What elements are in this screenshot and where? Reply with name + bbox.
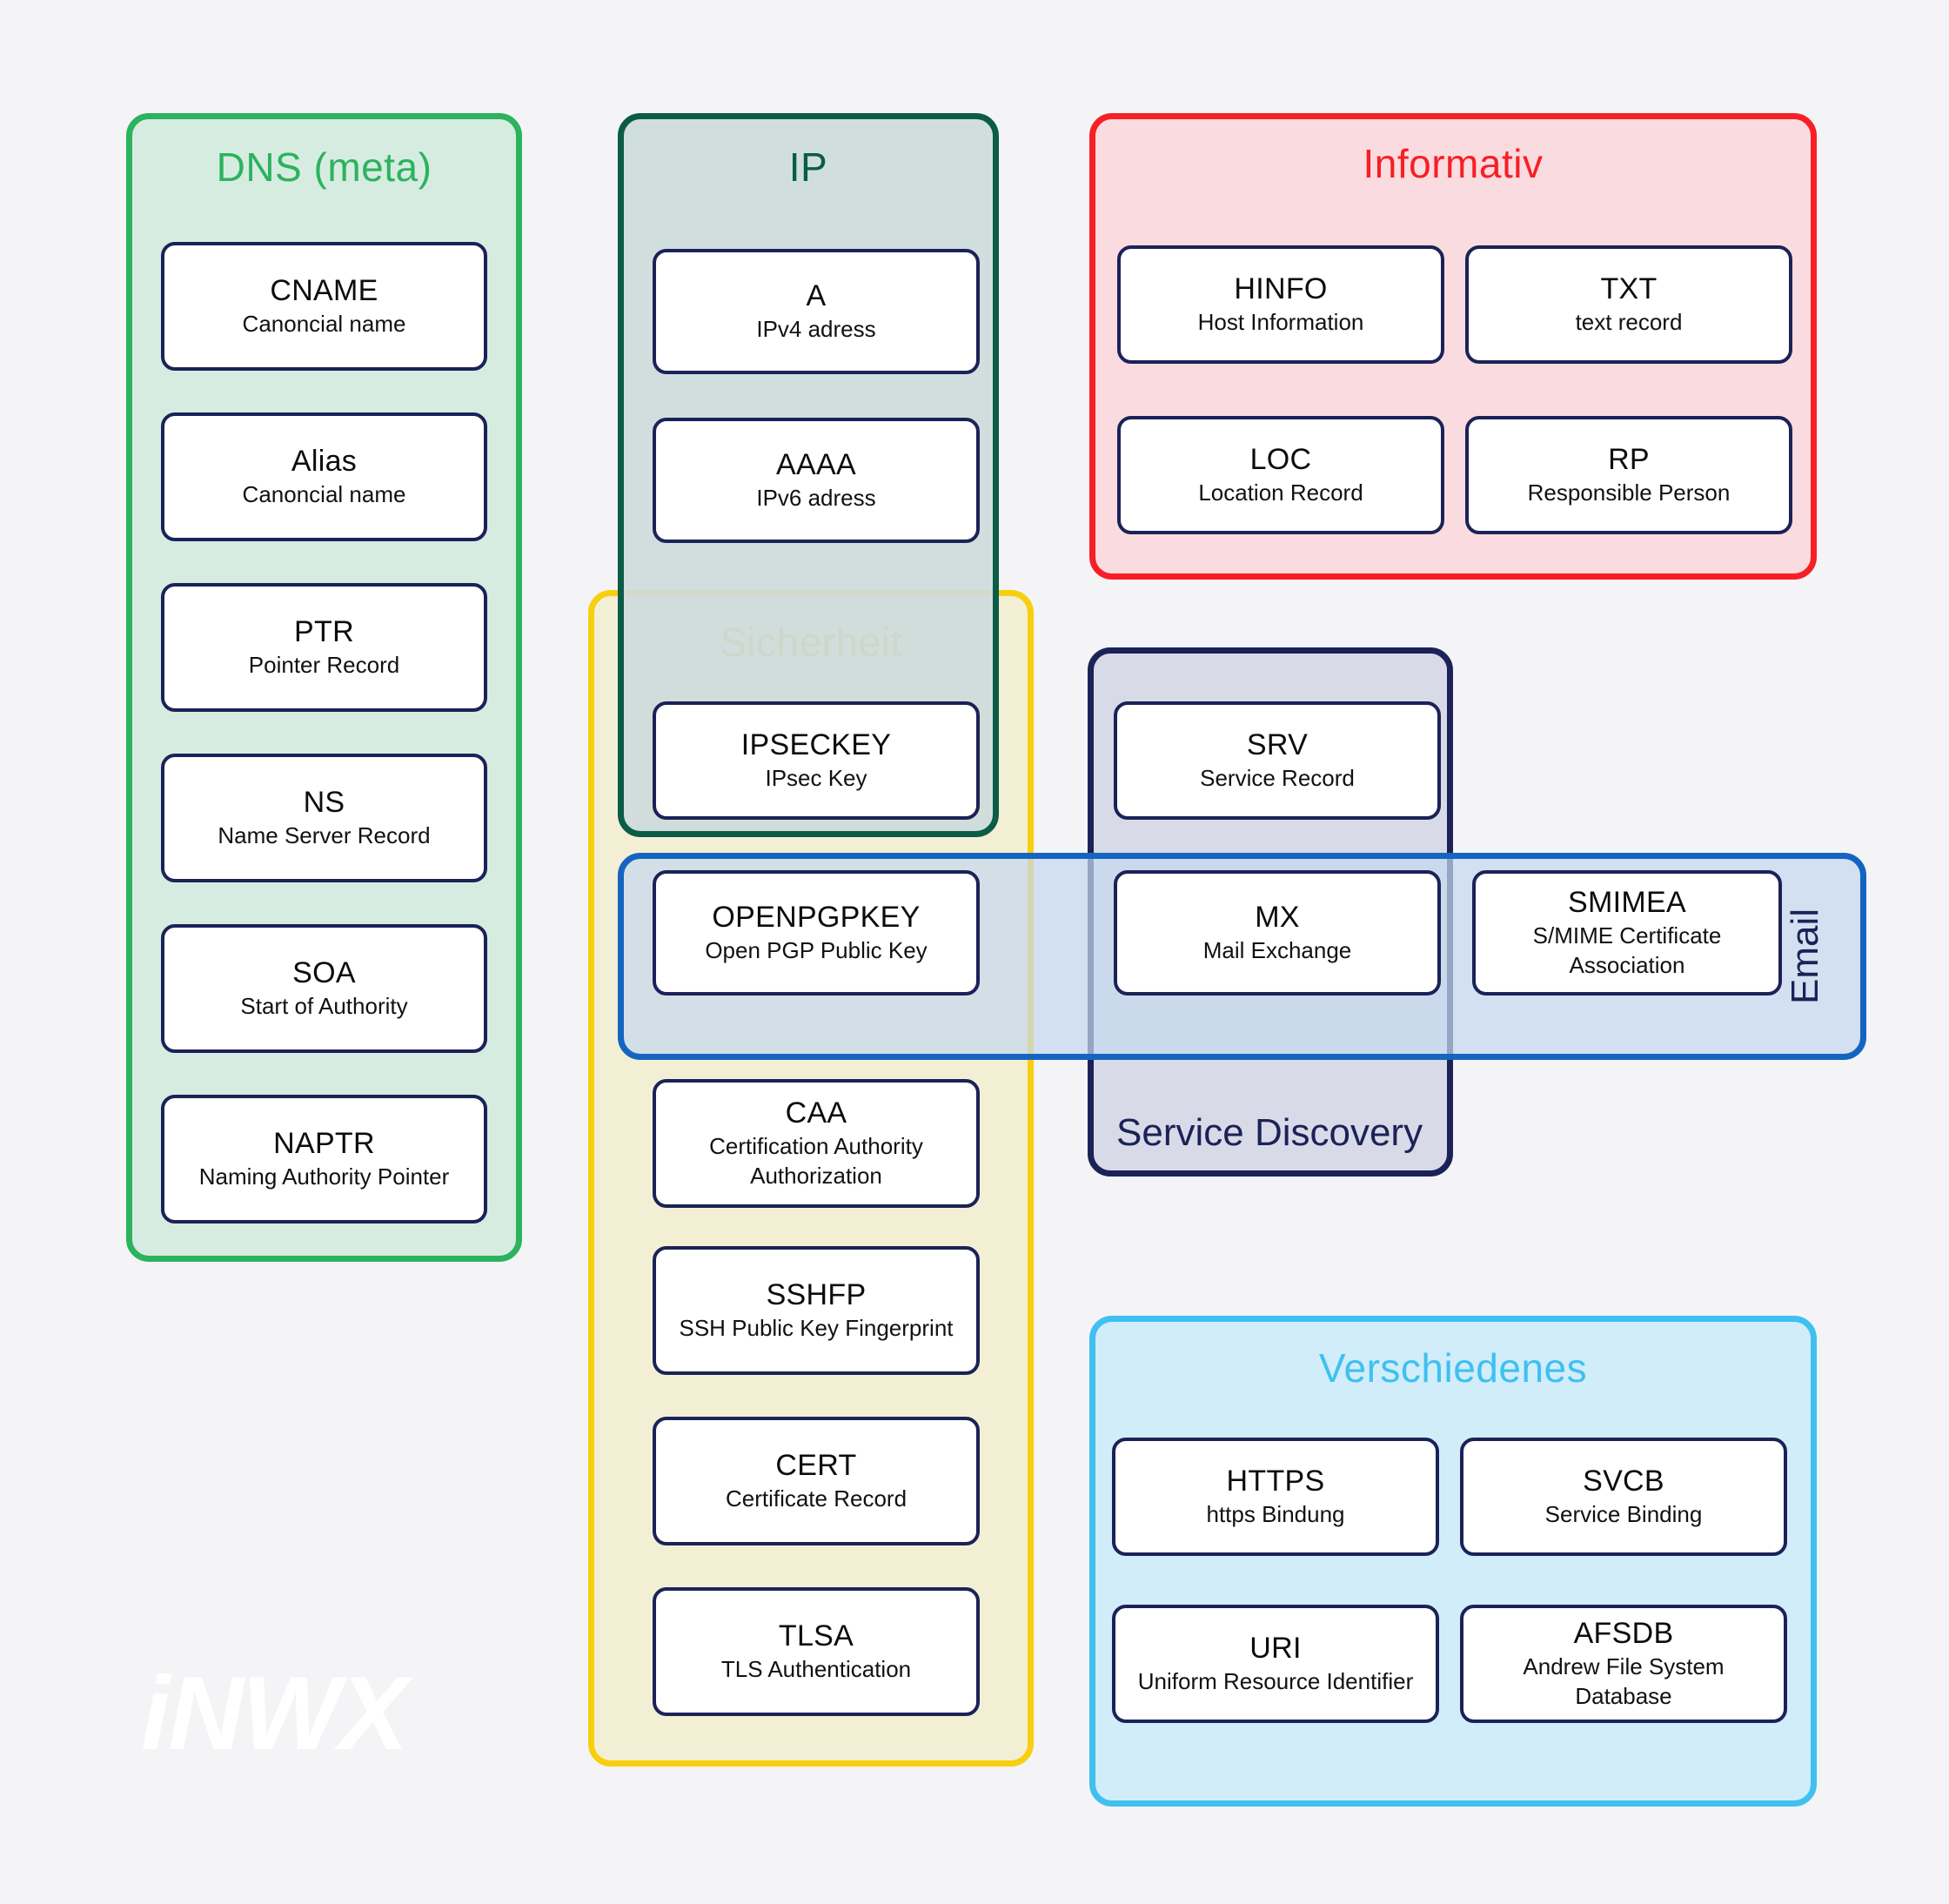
record-code: LOC [1249,442,1312,476]
record-card-aaaa[interactable]: AAAA IPv6 adress [653,418,980,543]
record-desc: Pointer Record [248,651,400,678]
record-card-mx[interactable]: MX Mail Exchange [1114,870,1441,996]
record-desc: Mail Exchange [1202,936,1352,963]
record-desc: IPv4 adress [756,315,876,342]
record-card-cname[interactable]: CNAME Canoncial name [161,242,487,371]
record-desc: Open PGP Public Key [705,936,928,963]
record-card-hinfo[interactable]: HINFO Host Information [1117,245,1444,364]
record-card-a[interactable]: A IPv4 adress [653,249,980,374]
record-desc: Canoncial name [242,480,406,507]
record-code: SRV [1246,727,1309,761]
group-informativ-title: Informativ [1363,141,1544,186]
record-card-cert[interactable]: CERT Certificate Record [653,1417,980,1545]
record-desc: Naming Authority Pointer [198,1163,450,1190]
record-code: TLSA [778,1619,854,1653]
record-code: IPSECKEY [740,727,892,761]
record-desc: Host Information [1197,308,1364,335]
record-code: MX [1255,900,1300,934]
record-code: PTR [294,614,354,648]
record-card-afsdb[interactable]: AFSDB Andrew File System Database [1460,1605,1787,1723]
record-code: CERT [775,1448,857,1482]
record-code: CNAME [270,273,378,307]
record-code: OPENPGPKEY [712,900,921,934]
group-verschiedenes-title: Verschiedenes [1318,1345,1588,1391]
group-service-discovery-title: Service Discovery [1116,1111,1423,1154]
record-code: AAAA [776,447,856,481]
record-desc: Uniform Resource Identifier [1137,1667,1414,1694]
record-code: A [806,278,827,312]
record-card-sshfp[interactable]: SSHFP SSH Public Key Fingerprint [653,1246,980,1375]
record-card-rp[interactable]: RP Responsible Person [1465,416,1792,534]
record-card-openpgpkey[interactable]: OPENPGPKEY Open PGP Public Key [653,870,980,996]
record-card-tlsa[interactable]: TLSA TLS Authentication [653,1587,980,1716]
record-card-smimea[interactable]: SMIMEA S/MIME Certificate Association [1472,870,1782,996]
record-code: RP [1608,442,1650,476]
record-desc: Service Record [1200,764,1355,791]
record-code: AFSDB [1573,1616,1674,1650]
group-dns-meta-title: DNS (meta) [216,144,432,190]
record-card-alias[interactable]: Alias Canoncial name [161,412,487,541]
record-card-naptr[interactable]: NAPTR Naming Authority Pointer [161,1095,487,1224]
group-verschiedenes: Verschiedenes [1089,1316,1817,1807]
record-desc: Canoncial name [242,310,406,337]
record-desc: SSH Public Key Fingerprint [679,1314,954,1341]
record-desc: Location Record [1198,479,1363,506]
record-card-loc[interactable]: LOC Location Record [1117,416,1444,534]
group-email-title: Email [1783,908,1826,1005]
record-desc: IPv6 adress [756,484,876,511]
record-card-soa[interactable]: SOA Start of Authority [161,924,487,1053]
record-code: URI [1249,1631,1302,1665]
record-card-ipseckey[interactable]: IPSECKEY IPsec Key [653,701,980,820]
record-desc: IPsec Key [765,764,867,791]
record-card-svcb[interactable]: SVCB Service Binding [1460,1438,1787,1556]
record-card-https[interactable]: HTTPS https Bindung [1112,1438,1439,1556]
record-desc: S/MIME Certificate Association [1532,922,1722,978]
record-code: NAPTR [273,1126,375,1160]
record-code: SSHFP [766,1277,867,1311]
record-card-caa[interactable]: CAA Certification Authority Authorizatio… [653,1079,980,1208]
record-desc: Service Binding [1544,1500,1703,1527]
record-code: HTTPS [1226,1464,1325,1498]
record-card-uri[interactable]: URI Uniform Resource Identifier [1112,1605,1439,1723]
record-code: TXT [1600,272,1658,305]
record-code: SVCB [1583,1464,1664,1498]
record-desc: Certificate Record [725,1485,908,1512]
group-ip-title: IP [788,144,828,190]
inwx-logo-watermark: iNWX [141,1655,408,1772]
record-card-ns[interactable]: NS Name Server Record [161,754,487,882]
record-desc: Name Server Record [218,821,431,848]
record-code: Alias [291,444,358,478]
record-card-ptr[interactable]: PTR Pointer Record [161,583,487,712]
record-desc: Andrew File System Database [1523,1653,1725,1709]
record-code: NS [303,785,345,819]
record-desc: TLS Authentication [720,1655,912,1682]
record-desc: text record [1575,308,1683,335]
record-desc: Responsible Person [1527,479,1731,506]
record-code: CAA [785,1096,847,1130]
record-card-txt[interactable]: TXT text record [1465,245,1792,364]
record-card-srv[interactable]: SRV Service Record [1114,701,1441,820]
record-desc: https Bindung [1206,1500,1345,1527]
record-code: HINFO [1234,272,1328,305]
record-desc: Start of Authority [240,992,408,1019]
record-code: SOA [292,955,356,989]
record-code: SMIMEA [1568,885,1686,919]
record-desc: Certification Authority Authorization [709,1132,923,1189]
